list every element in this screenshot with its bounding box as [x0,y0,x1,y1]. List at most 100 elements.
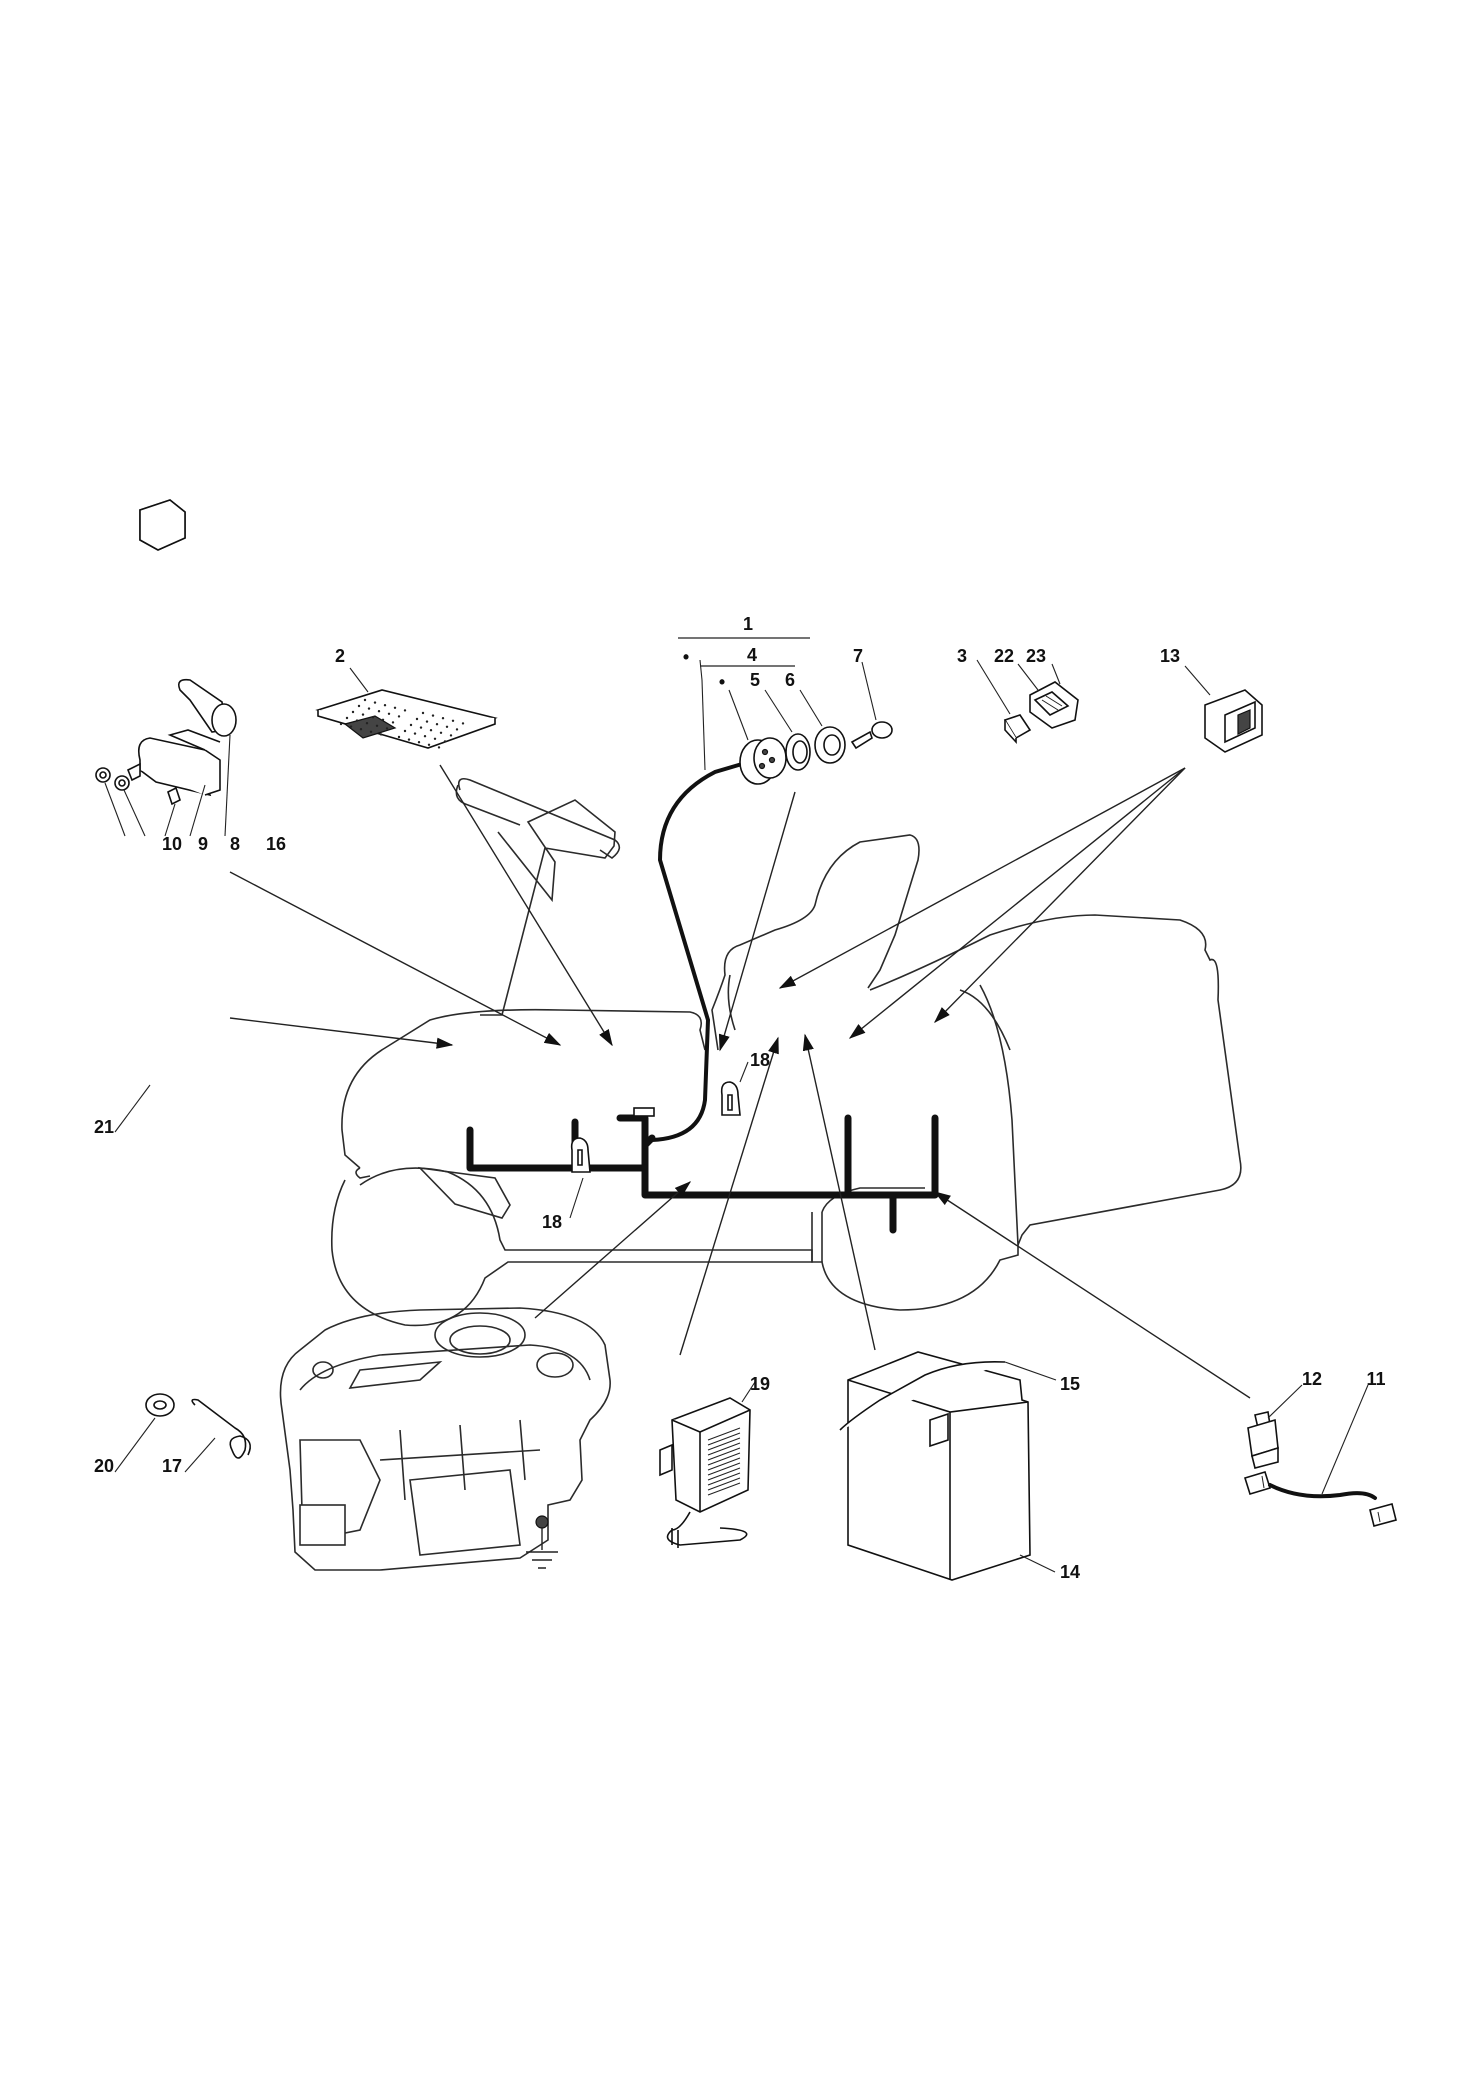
board-dot [369,730,373,733]
board-dot [387,712,391,715]
charger-rib [707,1442,741,1456]
board-dot [393,706,397,709]
board-dot [409,723,413,727]
board-dot [359,728,363,731]
charger-rib [707,1467,741,1481]
board-dot [407,738,411,741]
callout-22: 22 [994,646,1014,666]
board-dot [419,726,423,729]
board-dot [423,735,427,738]
charger-rib [707,1437,741,1451]
board-dot [439,731,443,734]
leader-lines [104,659,1369,1573]
callout-16: 16 [266,834,286,854]
board-dot [367,707,371,710]
board-dot [449,734,453,737]
callout-4: 4 [747,645,757,665]
callout-10: 10 [162,834,182,854]
board-dot [417,741,421,744]
board-dot [431,714,435,717]
board-dot [451,719,455,722]
board-dot [391,721,395,724]
charger-rib [707,1452,741,1466]
board-dot [375,724,379,727]
charger-rib [707,1432,741,1446]
control-board-part [315,689,498,749]
charger-rib [707,1462,741,1476]
callout-6: 6 [785,670,795,690]
board-dot [429,729,433,732]
charger-rib [707,1477,741,1491]
board-dot [357,704,361,708]
charger-rib [707,1427,741,1441]
board-dot [383,704,387,707]
harness-clip-18-right [720,1081,741,1116]
board-dot [377,710,381,713]
bullet-1: • [683,647,689,667]
battery-part [839,1351,1031,1581]
callout-13: 13 [1160,646,1180,666]
callout-14: 14 [1060,1562,1080,1582]
board-dot [385,727,389,730]
charger-rib [707,1482,741,1496]
board-dot [397,715,401,718]
washer-part [145,1393,175,1417]
assembly-arrows [229,764,1251,1399]
callout-5: 5 [750,670,760,690]
tractor-ghost-outline [330,777,1242,1327]
switch-13-part [1204,689,1263,753]
callout-19: 19 [750,1374,770,1394]
callout-7: 7 [853,646,863,666]
charger-rib [707,1457,741,1471]
board-dot [361,713,365,716]
callout-21: 21 [94,1117,114,1137]
assembly-bracket [678,637,810,667]
relay-parts [1003,681,1079,745]
board-dot [421,711,425,715]
battery-charger-part [659,1397,751,1548]
board-dot [415,717,419,721]
board-dot [435,723,439,726]
charger-rib [707,1447,741,1461]
bullet-4: • [719,672,725,692]
callout-15: 15 [1060,1374,1080,1394]
board-dot [433,737,437,740]
board-dot [339,722,343,726]
engine-ghost [279,1307,611,1571]
board-dot [381,718,385,721]
callout-11: 11 [1366,1369,1385,1389]
board-dot [437,746,441,749]
harness-clip-18-left [570,1137,591,1173]
board-dot [365,722,369,725]
board-dot [345,716,349,720]
board-dot [443,740,447,743]
callout-20: 20 [94,1456,114,1476]
board-dot [455,728,459,731]
board-dot [371,716,375,719]
board-dot [351,710,355,714]
sensor-cable-part [1243,1471,1397,1527]
callout-labels: 1 2 3 4 5 6 7 8 9 10 11 12 13 14 15 16 1… [94,614,1386,1582]
board-dot [441,717,445,720]
board-dot [427,743,431,746]
callout-3: 3 [957,646,967,666]
callout-12: 12 [1302,1369,1322,1389]
board-dot [397,735,401,739]
key-switch-parts [739,721,893,785]
board-dot [403,709,407,712]
sensor-part [1247,1411,1279,1469]
board-dot [363,698,367,702]
board-dot [349,725,353,728]
ground-symbol-icon [526,1515,558,1569]
board-dot [403,729,407,733]
board-dot [413,732,417,735]
callout-17: 17 [162,1456,182,1476]
solenoid-part [95,678,237,806]
wiring-harness [466,762,939,1234]
callout-9: 9 [198,834,208,854]
switch-21-part [139,499,186,551]
callout-23: 23 [1026,646,1046,666]
board-dot [445,725,449,728]
board-dot [355,719,359,722]
